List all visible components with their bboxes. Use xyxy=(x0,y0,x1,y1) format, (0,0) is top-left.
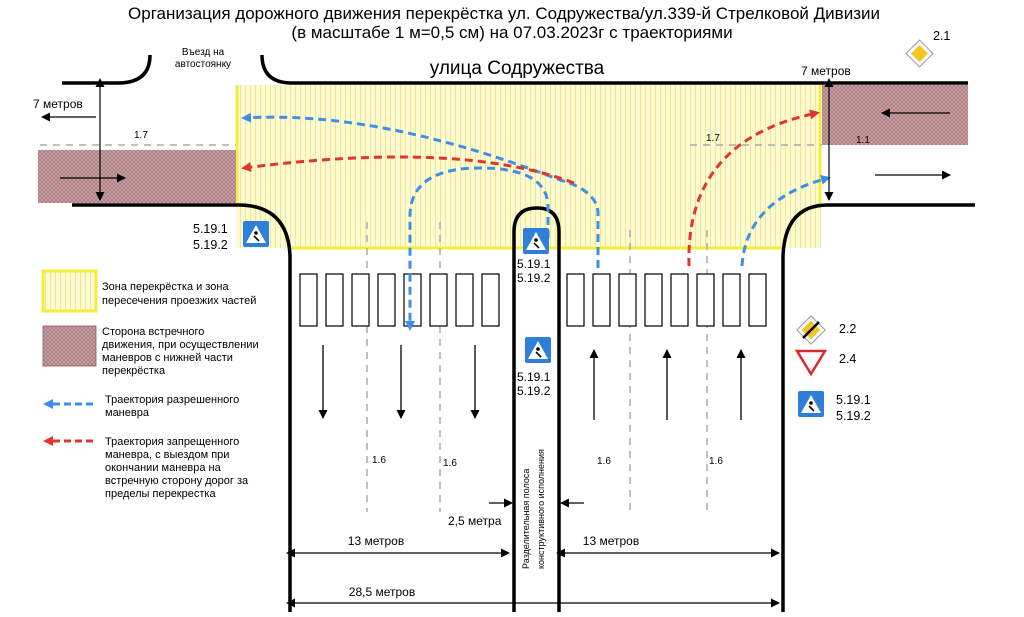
marking-1-7-left: 1.7 xyxy=(134,130,148,141)
parking-entrance-line-1: Въезд на xyxy=(182,47,225,58)
legend-zone-swatch xyxy=(41,269,98,313)
traffic-arrows xyxy=(41,108,951,420)
legend-zone-line-1: Зона перекрёстка и зона xyxy=(102,281,229,293)
legend-forbidden-line-5: пределы перекрестка xyxy=(105,488,216,500)
dimension-lines xyxy=(95,78,834,608)
pedestrian-crossing-sign-median-top xyxy=(523,228,549,254)
intersection-zone xyxy=(236,85,821,248)
sign-label-5-19-2-median-top: 5.19.2 xyxy=(517,271,551,285)
marking-1-6-a: 1.6 xyxy=(372,455,386,466)
sign-label-5-19-2-right: 5.19.2 xyxy=(836,409,871,423)
oncoming-side-right xyxy=(822,85,968,145)
dim-left-half: 13 метров xyxy=(348,534,404,548)
marking-1-6-c: 1.6 xyxy=(597,456,611,467)
legend-oncoming-line-3: маневров с нижней части xyxy=(102,352,233,364)
sign-label-5-19-2-left: 5.19.2 xyxy=(193,238,228,252)
lane-dash-lines xyxy=(40,144,822,512)
legend-forbidden-line-3: окончании маневра на xyxy=(105,462,222,474)
end-of-priority-road-sign-2-2 xyxy=(796,315,826,345)
allowed-trajectory-left-turn xyxy=(241,112,600,268)
street-name: улица Содружества xyxy=(430,58,605,79)
priority-road-sign-2-1 xyxy=(905,39,934,68)
median-label-line-1: Разделительная полоса xyxy=(521,469,531,569)
sign-label-5-19-1-right: 5.19.1 xyxy=(836,393,871,407)
legend-oncoming-swatch xyxy=(42,325,97,367)
parking-entrance-line-2: автостоянку xyxy=(175,59,231,70)
legend-zone-line-2: пересечения проезжих частей xyxy=(102,295,256,307)
pedestrian-crossing-sign-right xyxy=(798,391,824,417)
legend: Зона перекрёстка и зона пересечения прое… xyxy=(41,269,259,500)
sign-label-2-2: 2.2 xyxy=(839,322,856,336)
median-label: Разделительная полоса конструктивного ис… xyxy=(521,449,546,569)
legend-forbidden-line-4: встречную сторону дорог за xyxy=(105,475,249,487)
allowed-trajectory-u-turn xyxy=(405,166,550,331)
legend-forbidden-line-1: Траектория запрещенного xyxy=(105,436,239,448)
legend-allowed-line-1: Траектория разрешенного xyxy=(105,394,239,406)
title-line-2: (в масштабе 1 м=0,5 см) на 07.03.2023г с… xyxy=(291,23,732,42)
sign-label-5-19-1-median-bottom: 5.19.1 xyxy=(517,370,551,384)
marking-1-6-b: 1.6 xyxy=(443,458,457,469)
legend-oncoming-line-2: движения, при осуществлении xyxy=(102,339,259,351)
marking-1-6-d: 1.6 xyxy=(709,456,723,467)
dim-right-half: 13 метров xyxy=(583,534,639,548)
crosswalk-left xyxy=(299,273,500,327)
title-line-1: Организация дорожного движения перекрёст… xyxy=(128,4,880,23)
legend-allowed-line-2: маневра xyxy=(105,407,150,419)
forbidden-trajectory-right-turn xyxy=(687,109,820,267)
sign-label-5-19-2-median-bottom: 5.19.2 xyxy=(517,384,551,398)
give-way-sign-2-4 xyxy=(794,349,828,377)
legend-forbidden-line-2: маневра, с выездом при xyxy=(105,449,229,461)
pedestrian-crossing-sign-left xyxy=(243,221,269,247)
dim-right-width: 7 метров xyxy=(801,64,851,78)
forbidden-trajectory-left-turn xyxy=(241,155,575,185)
road-edges xyxy=(62,54,975,612)
legend-oncoming-line-1: Сторона встречного xyxy=(102,326,204,338)
marking-1-7-right: 1.7 xyxy=(706,133,720,144)
sign-label-2-4: 2.4 xyxy=(839,352,856,366)
sign-label-5-19-1-left: 5.19.1 xyxy=(193,222,228,236)
dim-left-width: 7 метров xyxy=(33,97,83,111)
legend-oncoming-line-4: перекрёстка xyxy=(102,365,166,377)
pedestrian-crossing-sign-median-bottom xyxy=(525,337,551,363)
allowed-trajectory-right-turn xyxy=(740,174,831,267)
dim-total-width: 28,5 метров xyxy=(349,585,415,599)
crosswalk-right xyxy=(566,273,767,327)
median-label-line-2: конструктивного исполнения xyxy=(536,449,546,569)
dim-median-width: 2,5 метра xyxy=(448,514,502,528)
sign-label-5-19-1-median-top: 5.19.1 xyxy=(517,257,551,271)
sign-label-2-1: 2.1 xyxy=(933,29,950,43)
oncoming-side-left xyxy=(38,150,236,203)
marking-1-1: 1.1 xyxy=(856,135,870,146)
